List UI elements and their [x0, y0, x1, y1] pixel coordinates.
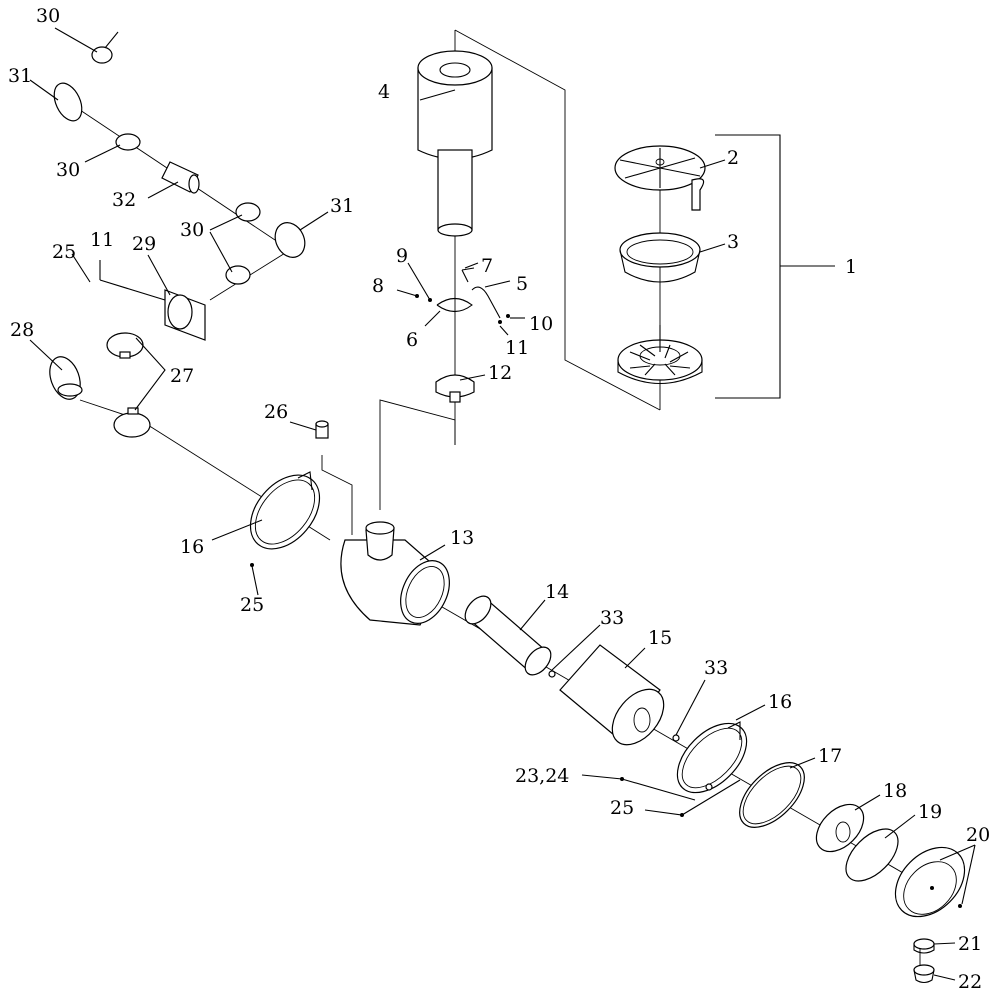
callout-30-lower: 30 [180, 219, 204, 241]
part-22-dust-valve [913, 964, 935, 984]
part-16-ring-left [249, 471, 321, 567]
callout-11-left: 11 [90, 229, 114, 251]
vane-base [617, 325, 703, 385]
callout-25-top: 25 [52, 241, 76, 263]
callout-7: 7 [481, 255, 493, 277]
callout-26: 26 [264, 401, 288, 423]
callout-33-upper: 33 [600, 607, 624, 629]
callout-labels: 1 2 3 4 5 6 7 8 9 10 11 11 12 13 14 15 1… [8, 5, 990, 993]
callout-14: 14 [545, 581, 569, 603]
callout-31-right: 31 [330, 195, 354, 217]
callout-30-top: 30 [36, 5, 60, 27]
part-21-valve [913, 938, 935, 954]
part-12-clamp [435, 374, 475, 398]
part-11-bolt [498, 320, 502, 324]
callout-25-left: 25 [240, 594, 264, 616]
part-31-hoses [53, 82, 306, 258]
callout-21: 21 [958, 933, 982, 955]
part-19-o-ring [845, 828, 899, 882]
part-29-adapter [164, 289, 206, 341]
part-20-end-cap [894, 846, 966, 918]
callout-22: 22 [958, 971, 982, 993]
callout-12: 12 [488, 362, 512, 384]
leader-lines [29, 27, 976, 981]
callout-9: 9 [396, 245, 408, 267]
assembly-bracket-1 [715, 134, 835, 399]
callout-17: 17 [818, 745, 842, 767]
callout-18: 18 [883, 780, 907, 802]
callout-31-left: 31 [8, 65, 32, 87]
callout-11-upper: 11 [505, 337, 529, 359]
callout-32: 32 [112, 189, 136, 211]
callout-29: 29 [132, 233, 156, 255]
callout-33-lower: 33 [704, 657, 728, 679]
part-10-nut [506, 314, 510, 318]
callout-27: 27 [170, 365, 194, 387]
part-16-ring-right [620, 721, 748, 817]
callout-4: 4 [378, 81, 390, 103]
part-18-disc [815, 803, 865, 853]
callout-20: 20 [966, 824, 990, 846]
callout-5: 5 [516, 273, 528, 295]
callout-28: 28 [10, 319, 34, 341]
callout-1: 1 [845, 256, 857, 278]
callout-16-left: 16 [180, 536, 204, 558]
callout-30-mid: 30 [56, 159, 80, 181]
part-5-strap [471, 286, 501, 319]
part-4-stack-mesh [417, 50, 493, 237]
callout-8: 8 [372, 275, 384, 297]
callout-2: 2 [727, 147, 739, 169]
part-30-clamps [91, 31, 261, 285]
part-27-clamps [106, 332, 151, 438]
callout-15: 15 [648, 627, 672, 649]
callout-6: 6 [406, 329, 418, 351]
part-32-tube [161, 161, 200, 194]
callout-16-right: 16 [768, 691, 792, 713]
part-17-band-clamp [739, 762, 805, 828]
callout-19: 19 [918, 801, 942, 823]
part-2-cap [614, 145, 706, 211]
part-6-band [436, 297, 473, 313]
part-26-plug [315, 420, 329, 439]
callout-23-24: 23,24 [515, 765, 569, 787]
callout-10: 10 [529, 313, 553, 335]
part-7-pointer [461, 267, 475, 283]
part-14-inner-filter [464, 595, 556, 678]
part-3-precleaner-ring [619, 232, 701, 283]
part-13-housing [340, 521, 450, 626]
part-15-outer-filter [559, 644, 680, 746]
callout-13: 13 [450, 527, 474, 549]
callout-3: 3 [727, 231, 739, 253]
callout-25-right: 25 [610, 797, 634, 819]
part-28-hose-elbow [49, 356, 83, 400]
